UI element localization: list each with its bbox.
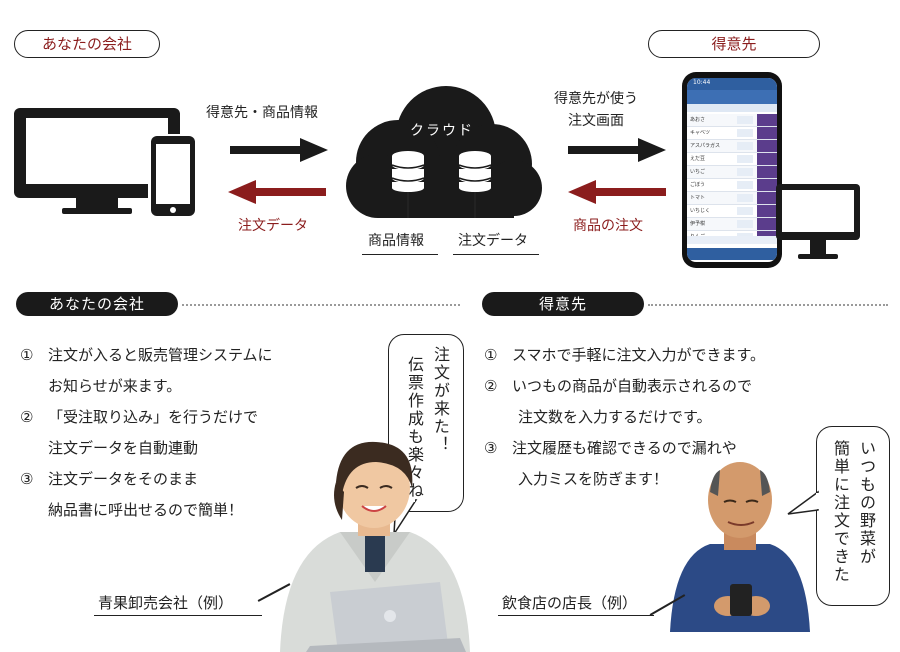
phone-status-bar: 10:44 (687, 78, 777, 90)
arrow-right-icon (230, 138, 328, 162)
order-app-phone: 10:44 あおさキャベツアスパラガスえだ豆いちごごぼうトマトいちじく伊予柑りん… (682, 72, 782, 268)
phone-list-row: ごぼう (687, 179, 777, 192)
phone-list-row-label: キャベツ (690, 130, 711, 136)
phone-list-row: あおさ (687, 114, 777, 127)
phone-list-unit-cell (737, 142, 753, 150)
phone-list-unit-cell (737, 168, 753, 176)
arrow-left-icon (228, 180, 326, 204)
bubble-text-left-1: 注文が来た！ (431, 346, 450, 454)
office-worker-illustration (280, 441, 470, 652)
caption-wholesaler: 青果卸売会社（例） (98, 594, 234, 612)
phone-header (687, 90, 777, 104)
phone-list-row: アスパラガス (687, 140, 777, 153)
db-connector-left (407, 192, 409, 218)
label-customer-uses: 得意先が使う (554, 91, 638, 107)
phone-list-row-label: えだ豆 (690, 156, 706, 162)
list-item-cont: 注文数を入力するだけです。 (518, 408, 712, 426)
phone-list-row-label: いちご (690, 169, 706, 175)
phone-list-unit-cell (737, 116, 753, 124)
phone-list-qty-cell (757, 114, 777, 126)
label-order-screen: 注文画面 (568, 113, 624, 129)
speech-bubble-right (816, 426, 890, 606)
desktop-icon (14, 108, 180, 214)
database-icon (391, 151, 425, 192)
list-item: ②「受注取り込み」を行うだけで (20, 408, 259, 426)
phone-time: 10:44 (693, 79, 711, 86)
phone-list-qty-cell (757, 179, 777, 191)
smartphone-icon (148, 134, 198, 218)
arrow-right-icon (568, 138, 666, 162)
your-company-pill: あなたの会社 (14, 30, 160, 58)
db-product-info-underline (362, 254, 438, 255)
phone-list-row: えだ豆 (687, 153, 777, 166)
label-customer-product-info: 得意先・商品情報 (206, 105, 318, 121)
phone-list-row: トマト (687, 192, 777, 205)
caption-underline-left (94, 615, 262, 616)
bubble-tail-right (787, 490, 820, 515)
section-title-customer: 得意先 (482, 292, 644, 316)
list-item-cont: 入力ミスを防ぎます！ (518, 470, 669, 488)
db-order-data-underline (453, 254, 539, 255)
list-item-cont: 注文データを自動連動 (48, 439, 199, 457)
db-product-info-label: 商品情報 (368, 233, 424, 249)
phone-list-qty-cell (757, 218, 777, 230)
list-item-cont: お知らせが来ます。 (48, 377, 182, 395)
phone-footer-buttons (687, 248, 777, 260)
phone-screen: 10:44 あおさキャベツアスパラガスえだ豆いちごごぼうトマトいちじく伊予柑りん… (687, 78, 777, 262)
caption-underline-right (498, 615, 654, 616)
phone-list-row-label: あおさ (690, 117, 706, 123)
phone-list-row: いちご (687, 166, 777, 179)
cloud-icon (346, 86, 542, 218)
bubble-text-right-1: いつもの野菜が (857, 440, 876, 566)
db-connector-right (474, 192, 476, 218)
phone-list-row: いちじく (687, 205, 777, 218)
phone-list-qty-cell (757, 153, 777, 165)
phone-list-unit-cell (737, 155, 753, 163)
phone-list-row: 伊予柑 (687, 218, 777, 231)
phone-list: あおさキャベツアスパラガスえだ豆いちごごぼうトマトいちじく伊予柑りんご (687, 114, 777, 244)
phone-list-row-label: アスパラガス (690, 143, 721, 149)
bubble-text-right-2: 簡単に注文できた (831, 440, 850, 584)
phone-list-qty-cell (757, 166, 777, 178)
phone-list-unit-cell (737, 220, 753, 228)
label-order-data-left: 注文データ (238, 218, 308, 234)
restaurant-manager-illustration (670, 462, 810, 632)
section-title-your-company: あなたの会社 (16, 292, 178, 316)
cloud-title: クラウド (410, 123, 474, 139)
phone-list-row-label: 伊予柑 (690, 221, 706, 227)
phone-list-unit-cell (737, 207, 753, 215)
phone-footer (687, 236, 777, 244)
phone-list-qty-cell (757, 140, 777, 152)
phone-list-unit-cell (737, 129, 753, 137)
phone-list-row-label: いちじく (690, 208, 711, 214)
phone-list-unit-cell (737, 181, 753, 189)
phone-list-qty-cell (757, 192, 777, 204)
label-product-order: 商品の注文 (573, 218, 643, 234)
db-order-data-label: 注文データ (458, 233, 528, 249)
arrow-left-icon (568, 180, 666, 204)
phone-list-unit-cell (737, 194, 753, 202)
phone-tabs (687, 104, 777, 112)
list-item-cont: 納品書に呼出せるので簡単！ (48, 501, 244, 519)
database-icon (458, 151, 492, 192)
phone-list-row-label: トマト (690, 195, 706, 201)
phone-list-qty-cell (757, 127, 777, 139)
desktop-icon (776, 184, 860, 259)
phone-list-row: キャベツ (687, 127, 777, 140)
phone-list-qty-cell (757, 205, 777, 217)
customer-pill: 得意先 (648, 30, 820, 58)
section-divider-left (182, 304, 460, 306)
phone-list-row-label: ごぼう (690, 182, 706, 188)
caption-restaurant-manager: 飲食店の店長（例） (502, 594, 638, 612)
section-divider-right (648, 304, 888, 306)
